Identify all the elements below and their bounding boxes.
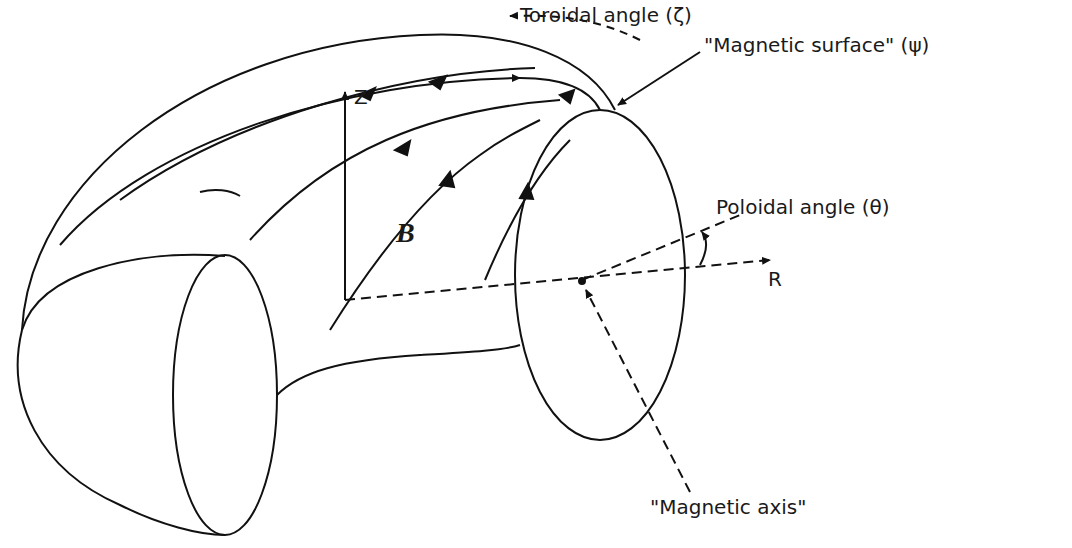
angle-label: Toroidal angle (ζ) [520,4,692,26]
angle-label: Poloidal angle (θ) [716,196,890,218]
axis-label: R [768,268,782,290]
axis-callout: "Magnetic axis" [650,496,806,518]
field-label: B [396,218,415,249]
surface-label: "Magnetic surface" (ψ) [704,34,929,56]
axis-label: Z [354,86,368,108]
